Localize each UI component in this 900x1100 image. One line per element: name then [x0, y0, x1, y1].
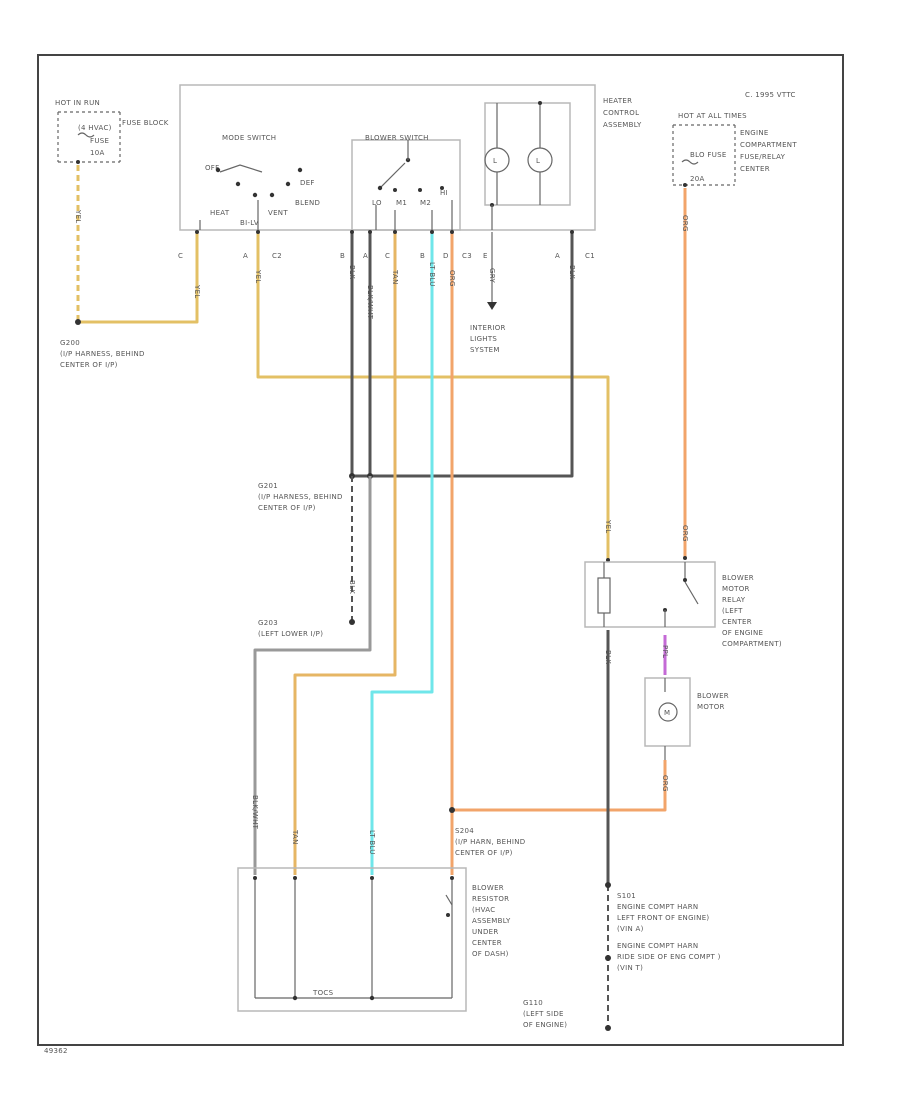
fuse-right-symbol	[681, 159, 699, 165]
wire-ltblu: LT BLU LT BLU	[368, 230, 436, 875]
wire-yel-fuse-g200: YEL YEL	[74, 165, 201, 325]
label-yel-3: YEL	[254, 269, 262, 284]
g203-label: G203 (LEFT LOWER I/P)	[258, 619, 323, 638]
wire-blk-g201: BLK BLK/WHT BLK BLK	[348, 230, 576, 625]
g200-label: G200 (I/P HARNESS, BEHIND CENTER OF I/P)	[60, 339, 147, 369]
hot-in-run-label: HOT IN RUN	[55, 99, 100, 107]
label-blk-1: BLK	[348, 265, 356, 279]
label-ppl: PPL	[661, 645, 669, 658]
fuse-left-label: FUSE	[90, 137, 109, 145]
label-blk-wht: BLK/WHT	[366, 285, 374, 320]
label-blk-2: BLK	[348, 580, 356, 594]
label-org-1: ORG	[448, 270, 456, 287]
wire-gray-resistor	[253, 476, 372, 875]
blower-motor-relay-label: BLOWER MOTOR RELAY (LEFT CENTER OF ENGIN…	[722, 574, 782, 648]
conn-a3: A	[555, 252, 560, 260]
label-org-2: ORG	[661, 775, 669, 792]
wire-org-fuse-relay: ORG ORG	[681, 188, 689, 560]
wire-tan: TAN TAN	[291, 230, 399, 875]
interior-lights-label: INTERIOR LIGHTS SYSTEM	[470, 324, 508, 354]
copyright-label: C. 1995 VTTC	[745, 91, 796, 99]
conn-b1: B	[340, 252, 345, 260]
mode-vent: VENT	[268, 209, 288, 217]
mode-heat: HEAT	[210, 209, 230, 217]
fuse-right-sub: BLO FUSE	[690, 151, 727, 159]
outer-frame	[37, 54, 844, 1046]
speed-hi: HI	[440, 189, 448, 197]
mode-bilv: BI-LV	[240, 219, 259, 227]
relay-coil	[597, 577, 611, 614]
conn-c: C	[178, 252, 183, 260]
blower-motor-label: BLOWER MOTOR	[697, 692, 732, 711]
blower-switch-box	[351, 139, 461, 231]
blower-resistor-label: BLOWER RESISTOR (HVAC ASSEMBLY UNDER CEN…	[472, 884, 513, 958]
wire-blk-relay-ground: BLK	[604, 630, 612, 1031]
speed-lo: LO	[372, 199, 382, 207]
label-yel-2: YEL	[193, 284, 201, 299]
svg-text:L: L	[536, 157, 540, 165]
wire-org: ORG ORG	[448, 230, 669, 875]
heater-control-assembly: HEATER CONTROL ASSEMBLY MODE SWITCH OFF …	[179, 84, 642, 231]
page-id: 49362	[44, 1047, 68, 1055]
blower-resistor: TOCS	[237, 867, 467, 1012]
mode-switch-arc	[219, 164, 263, 173]
speed-m2: M2	[420, 199, 431, 207]
label-yel-1: YEL	[74, 209, 82, 224]
label-org-4: ORG	[681, 525, 689, 542]
conn-c3b: C3	[462, 252, 472, 260]
label-tan-2: TAN	[291, 829, 299, 845]
engine-fuse-relay-center-label: ENGINE COMPARTMENT FUSE/RELAY CENTER	[740, 129, 799, 173]
label-gry: GRY	[488, 268, 496, 283]
right-fuse-block: C. 1995 VTTC HOT AT ALL TIMES BLO FUSE 2…	[672, 91, 799, 187]
fuse-left-sub: (4 HVAC)	[78, 124, 112, 132]
s101-label: S101 ENGINE COMPT HARN LEFT FRONT OF ENG…	[617, 892, 712, 933]
svg-text:L: L	[493, 157, 497, 165]
speed-m1: M1	[396, 199, 407, 207]
mode-def: DEF	[300, 179, 315, 187]
lamp-box	[484, 102, 571, 206]
label-ltblu-2: LT BLU	[368, 830, 376, 855]
fuse-right-num: 20A	[690, 175, 705, 183]
blower-switch-label: BLOWER SWITCH	[365, 134, 429, 142]
conn-a: A	[243, 252, 248, 260]
mode-switch-label: MODE SWITCH	[222, 134, 276, 142]
label-blk-wht-2: BLK/WHT	[251, 795, 259, 830]
left-fuse-block: HOT IN RUN FUSE BLOCK (4 HVAC) FUSE 10A	[55, 99, 169, 164]
fuse-left-num: 10A	[90, 149, 105, 157]
label-tan-1: TAN	[391, 269, 399, 285]
conn-e: E	[483, 252, 488, 260]
conn-d: D	[443, 252, 449, 260]
label-blk-4: BLK	[604, 650, 612, 664]
connector-labels: C A C2 B A C B D C3 E A C1	[178, 252, 595, 260]
label-blk-3: BLK	[568, 265, 576, 279]
label-yel-4: YEL	[604, 519, 612, 534]
g110-label: G110 (LEFT SIDE OF ENGINE)	[523, 999, 567, 1029]
fuse-left-symbol	[77, 132, 95, 138]
label-ltblu-1: LT BLU	[428, 262, 436, 287]
mode-blend: BLEND	[295, 199, 320, 207]
motor-symbol: M	[664, 709, 670, 717]
heater-control-label: HEATER CONTROL ASSEMBLY	[603, 97, 642, 129]
thermal-label: TOCS	[312, 989, 334, 997]
conn-c3: C	[385, 252, 390, 260]
mode-off: OFF	[205, 164, 219, 172]
blower-motor: M	[644, 677, 691, 760]
label-org-3: ORG	[681, 215, 689, 232]
fuse-block-label: FUSE BLOCK	[122, 119, 169, 127]
g201-label: G201 (I/P HARNESS, BEHIND CENTER OF I/P)	[258, 482, 345, 512]
s101b-label: ENGINE COMPT HARN RIDE SIDE OF ENG COMPT…	[617, 942, 723, 972]
conn-c1: C1	[585, 252, 595, 260]
s204-label: S204 (I/P HARN, BEHIND CENTER OF I/P)	[455, 827, 528, 857]
hot-at-all-times-label: HOT AT ALL TIMES	[678, 112, 747, 120]
wire-ppl: PPL	[661, 635, 669, 675]
blower-motor-relay	[584, 561, 716, 628]
conn-a2: A	[363, 252, 368, 260]
conn-c2: C2	[272, 252, 282, 260]
interior-lights-branch: GRY	[487, 232, 497, 310]
conn-b2: B	[420, 252, 425, 260]
